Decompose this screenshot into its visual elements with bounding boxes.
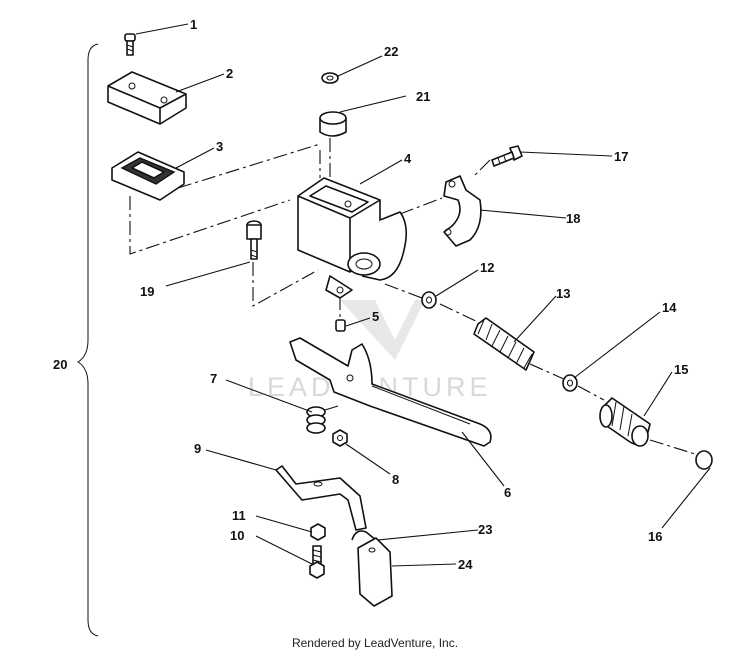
- part-1-screw: [124, 33, 136, 56]
- part-10-screw: [309, 545, 325, 579]
- part-2-cap: [107, 71, 187, 125]
- callout-17: 17: [614, 149, 628, 164]
- callout-5: 5: [372, 309, 379, 324]
- part-23-clip: [351, 530, 377, 541]
- part-15-piston: [599, 397, 651, 447]
- part-22-washer: [321, 72, 339, 84]
- callout-10: 10: [230, 528, 244, 543]
- part-17-bolt: [491, 145, 523, 167]
- callout-12: 12: [480, 260, 494, 275]
- callout-11: 11: [232, 508, 246, 523]
- callout-labels: 1 2 3 4 5 6 7 8 9 10 11 12 13 14 15 16 1…: [53, 17, 688, 572]
- leader-lines: [135, 23, 711, 567]
- callout-8: 8: [392, 472, 399, 487]
- footer-credit: Rendered by LeadVenture, Inc.: [291, 636, 459, 650]
- callout-23: 23: [478, 522, 492, 537]
- callout-14: 14: [662, 300, 677, 315]
- callout-2: 2: [226, 66, 233, 81]
- part-12-washer: [421, 291, 437, 309]
- callout-24: 24: [458, 557, 473, 572]
- callout-9: 9: [194, 441, 201, 456]
- part-18-clamp: [443, 175, 482, 247]
- part-4-master-cylinder: [297, 177, 408, 299]
- part-14-washer: [562, 374, 578, 392]
- callout-21: 21: [416, 89, 430, 104]
- callout-22: 22: [384, 44, 398, 59]
- callout-20: 20: [53, 357, 67, 372]
- callout-16: 16: [648, 529, 662, 544]
- part-8-nut: [332, 429, 348, 447]
- callout-13: 13: [556, 286, 570, 301]
- callout-3: 3: [216, 139, 223, 154]
- part-11-nut: [310, 523, 326, 541]
- assembly-lines: [129, 138, 696, 455]
- part-9-bracket: [275, 465, 367, 531]
- callout-4: 4: [404, 151, 412, 166]
- callout-1: 1: [190, 17, 197, 32]
- part-19-pivot-bolt: [246, 220, 262, 260]
- callout-7: 7: [210, 371, 217, 386]
- part-3-diaphragm: [111, 151, 185, 201]
- callout-6: 6: [504, 485, 511, 500]
- part-13-spring: [473, 317, 535, 371]
- part-24-tag: [357, 537, 393, 607]
- callout-18: 18: [566, 211, 580, 226]
- part-16-snapring: [695, 450, 713, 470]
- part-6-lever: [289, 337, 492, 447]
- part-21-bushing: [319, 111, 347, 137]
- group-bracket: [77, 43, 99, 637]
- callout-19: 19: [140, 284, 154, 299]
- part-5-setscrew: [335, 319, 346, 332]
- callout-15: 15: [674, 362, 688, 377]
- part-7-spring: [306, 405, 339, 434]
